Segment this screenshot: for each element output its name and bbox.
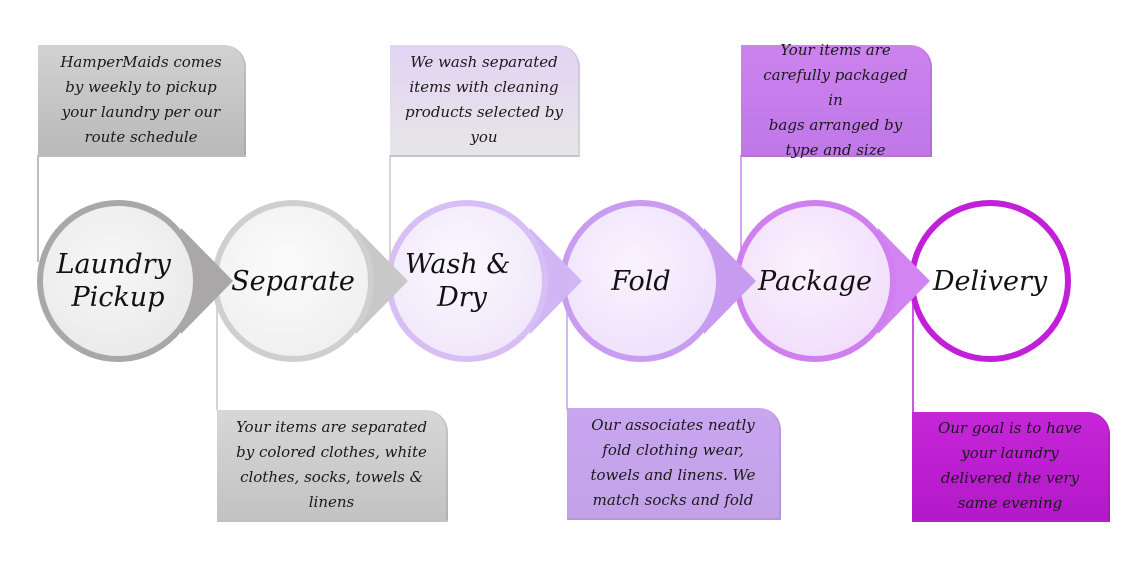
- label-line: Pickup: [71, 282, 165, 313]
- step-fold-label: Fold: [610, 266, 670, 297]
- step-wash-dry-label: Wash & Dry: [405, 249, 519, 313]
- callout-line: by colored clothes, white: [236, 443, 427, 461]
- callout-line: HamperMaids comes: [60, 53, 222, 71]
- callout-line: Your items are: [780, 40, 891, 59]
- callout-line: Our goal is to have: [937, 419, 1083, 437]
- callout-line: your laundry: [961, 444, 1059, 462]
- callout-line: fold clothing wear,: [602, 441, 744, 459]
- callout-laundry-pickup: HamperMaids comes by weekly to pickup yo…: [38, 45, 246, 157]
- callout-line: items with cleaning: [409, 78, 559, 96]
- step-wash-dry-circle: [386, 200, 582, 362]
- callout-line: towels and linens. We: [590, 466, 756, 484]
- step-package-label: Package: [757, 266, 872, 297]
- callout-line: same evening: [957, 494, 1063, 512]
- step-fold-circle: [560, 200, 756, 362]
- callout-line: match socks and fold: [592, 491, 754, 509]
- callout-line: We wash separated: [410, 53, 558, 71]
- label-line: Wash &: [405, 249, 510, 280]
- callout-line: your laundry per our: [61, 103, 221, 121]
- step-separate-label: Separate: [231, 266, 355, 297]
- callout-line: clothes, socks, towels &: [240, 468, 423, 486]
- label-line: Dry: [436, 282, 488, 313]
- callout-separate: Your items are separated by colored clot…: [217, 410, 448, 522]
- label-line: Laundry: [56, 249, 172, 280]
- step-delivery-label: Delivery: [932, 266, 1048, 297]
- step-laundry-pickup-label: Laundry Pickup: [56, 249, 180, 313]
- callout-fold: Our associates neatly fold clothing wear…: [567, 408, 781, 520]
- callout-line: linens: [308, 493, 355, 511]
- callout-line: Our associates neatly: [591, 416, 755, 434]
- callout-line: carefully packaged in: [763, 65, 908, 109]
- step-separate-circle: [212, 200, 408, 362]
- callout-delivery: Our goal is to have your laundry deliver…: [912, 412, 1110, 522]
- callout-line: products selected by: [405, 103, 563, 121]
- callout-wash-dry: We wash separated items with cleaning pr…: [390, 45, 580, 157]
- step-package-circle: [734, 200, 930, 362]
- callout-line: delivered the very: [940, 469, 1080, 487]
- callout-line: by weekly to pickup: [65, 78, 217, 96]
- step-laundry-pickup-circle: [37, 200, 233, 362]
- callout-line: route schedule: [84, 128, 198, 146]
- callout-line: bags arranged by: [768, 115, 903, 134]
- callout-package: Your items are carefully packaged in bag…: [741, 41, 932, 159]
- callout-line: type and size: [785, 140, 886, 159]
- callout-line: you: [470, 128, 498, 146]
- callout-line: Your items are separated: [235, 418, 428, 436]
